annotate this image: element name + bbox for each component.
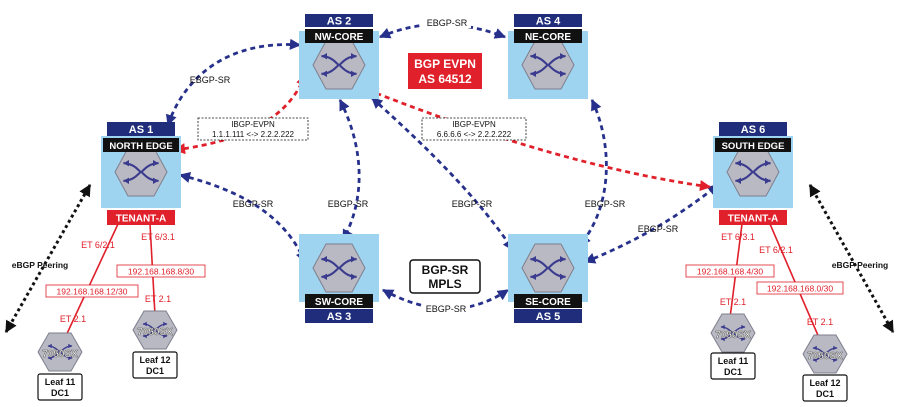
router-se-core[interactable] [508,234,588,302]
left-leaf-11-line2: DC1 [51,388,69,398]
link-north-sw [178,172,307,264]
link-nw-ne [378,22,507,39]
bgp-evpn-line1: BGP EVPN [414,57,476,71]
right-leaf-11-line1: Leaf 11 [718,356,749,366]
link-sw-se [382,288,509,311]
right-peering-label: eBGP Peering [832,260,889,270]
bgp-sr-box: BGP-SR MPLS [409,259,481,294]
ibgp-left-line1: IBGP-EVPN [231,120,275,129]
left-leaf-12-model: 7050SX [137,327,173,338]
right-leaf-12-model: 7050SX [807,351,843,362]
bgp-sr-line1: BGP-SR [422,263,469,277]
left-leaf-port-b: ET 2.1 [145,294,171,304]
bgp-sr-line2: MPLS [428,277,461,291]
right-leaf-12-line2: DC1 [816,389,834,399]
left-leaf-11-line1: Leaf 11 [45,377,76,387]
link-nw-north [165,38,302,127]
left-peering-label: eBGP Peering [12,260,69,270]
nw-name-label: NW-CORE [315,32,364,43]
left-subnet-b: 192.168.168.8/30 [128,267,194,277]
right-port-b: ET 6/2.1 [759,245,793,255]
label-se-south: EBGP-SR [638,224,679,234]
nw-as-label: AS 2 [327,16,351,28]
left-port-b: ET 6/3.1 [141,232,175,242]
left-leaf-11-model: 7050SX [42,349,78,360]
label-north-sw: EBGP-SR [233,199,274,209]
link-se-south [583,183,719,264]
right-subnet-a: 192.168.168.4/30 [697,267,763,277]
ibgp-right-line2: 6.6.6.6 <-> 2.2.2.222 [437,130,512,139]
right-leaf-12[interactable]: 7050SX Leaf 12 DC1 [802,334,848,402]
right-leaf-11-line2: DC1 [724,367,742,377]
left-subnet-a: 192.168.168.12/30 [57,287,128,297]
left-leaf-11[interactable]: 7050SX Leaf 11 DC1 [37,332,83,401]
label-nw-sw: EBGP-SR [328,199,369,209]
ibgp-right-line1: IBGP-EVPN [452,120,496,129]
left-leaf-port-a: ET 2.1 [60,314,86,324]
sw-name-label: SW-CORE [315,297,363,308]
north-as-label: AS 1 [129,124,153,136]
left-port-a: ET 6/2.1 [81,240,115,250]
south-tenant-label: TENANT-A [728,214,779,225]
link-ibgp-nw-south [366,88,712,192]
label-ne-se: EBGP-SR [585,199,626,209]
right-leaf-11-model: 7050SX [715,330,751,341]
bgp-evpn-line2: AS 64512 [418,72,472,86]
ebgp-link-labels: EBGP-SR EBGP-SR EBGP-SR EBGP-SR EBGP-SR … [190,17,679,314]
left-leaf-12-line2: DC1 [146,366,164,376]
left-leaf-12[interactable]: 7050SX Leaf 12 DC1 [132,310,178,379]
bgp-evpn-box: BGP EVPN AS 64512 [408,53,482,89]
right-leaf-11[interactable]: 7050SX Leaf 11 DC1 [710,313,756,380]
right-leaf-port-b: ET 2.1 [807,317,833,327]
ibgp-left-line2: 1.1.1.111 <-> 2.2.2.222 [212,130,295,139]
ne-name-label: NE-CORE [525,32,571,43]
left-leaf-12-line1: Leaf 12 [139,355,170,365]
left-peering-line [4,183,92,334]
ne-as-label: AS 4 [536,16,561,28]
north-tenant-label: TENANT-A [116,214,167,225]
se-as-label: AS 5 [536,311,560,323]
se-name-label: SE-CORE [525,297,571,308]
north-name-label: NORTH EDGE [109,141,172,152]
link-ne-se [578,98,608,246]
right-port-a: ET 6/3.1 [721,232,755,242]
ibgp-left-label: IBGP-EVPN 1.1.1.111 <-> 2.2.2.222 [197,117,309,141]
ibgp-right-label: IBGP-EVPN 6.6.6.6 <-> 2.2.2.222 [421,117,527,141]
south-as-label: AS 6 [741,124,765,136]
link-nw-sw [338,98,361,241]
right-peering-line [808,183,895,334]
label-nw-ne: EBGP-SR [427,18,468,28]
right-leaf-12-line1: Leaf 12 [809,378,840,388]
router-sw-core[interactable] [299,234,379,302]
peering-links [4,183,895,334]
label-nw-north: EBGP-SR [190,75,231,85]
label-sw-se: EBGP-SR [426,304,467,314]
right-leaf-port-a: ET 2.1 [720,297,746,307]
sw-as-label: AS 3 [327,311,351,323]
south-name-label: SOUTH EDGE [722,141,785,152]
right-subnet-b: 192.168.168.0/30 [767,284,833,294]
label-nw-se: EBGP-SR [452,199,493,209]
